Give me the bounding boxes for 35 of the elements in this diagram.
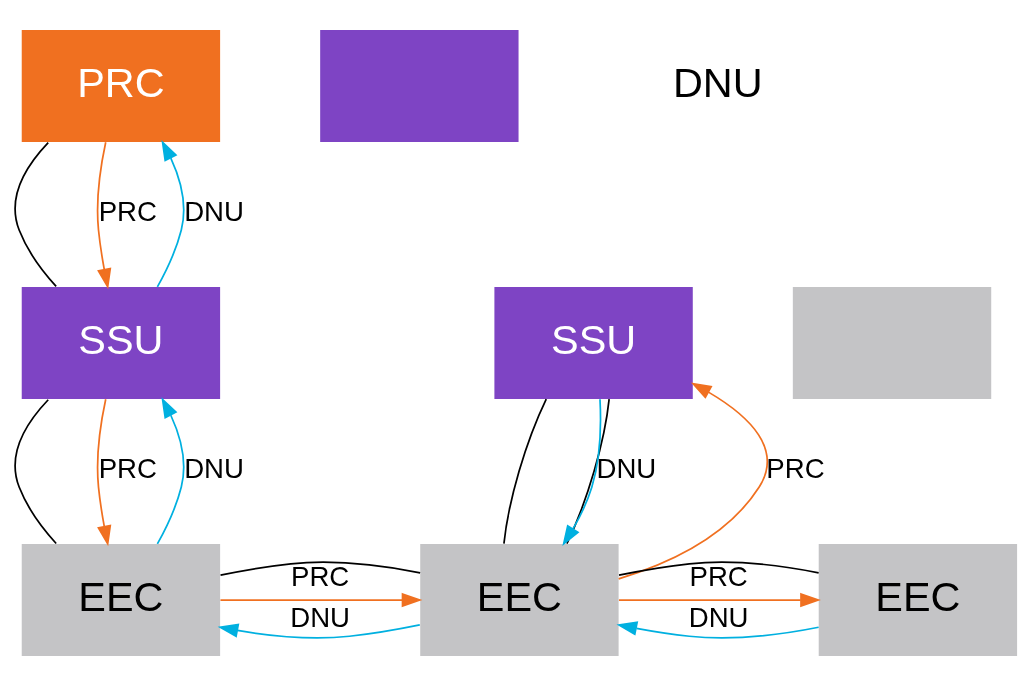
node-box: PRC: [21, 29, 221, 143]
node-box: EEC: [420, 543, 619, 657]
node-box: EEC: [21, 543, 221, 657]
arrow: [562, 398, 602, 546]
edge-label: PRC: [98, 196, 157, 228]
arrow: [618, 592, 821, 608]
node-box: [792, 286, 992, 400]
edge-label: DNU: [184, 196, 244, 228]
connector: [503, 398, 548, 545]
node-box: SSU: [21, 286, 221, 400]
edge-label: PRC: [689, 560, 748, 592]
arrow: [96, 398, 112, 547]
arrow: [617, 382, 769, 580]
arrow: [217, 623, 421, 639]
edge-label: PRC: [766, 453, 825, 485]
edge-label: DNU: [184, 453, 244, 485]
arrow: [219, 592, 423, 608]
connector: [14, 141, 57, 288]
connector: [566, 398, 610, 545]
connector: [219, 561, 421, 576]
label: DNU: [672, 59, 763, 106]
arrow: [156, 140, 185, 288]
connector: [14, 398, 57, 545]
arrow: [616, 621, 820, 639]
edge-label: PRC: [98, 453, 157, 485]
connector: [618, 561, 820, 576]
node-box: SSU: [494, 286, 693, 400]
edge-label: DNU: [290, 602, 351, 634]
arrow: [156, 397, 185, 545]
node-box: [320, 29, 519, 143]
edge-label: DNU: [688, 602, 749, 634]
edge-label: PRC: [291, 560, 350, 592]
node-box: EEC: [818, 543, 1018, 657]
arrow: [96, 141, 112, 290]
edge-label: DNU: [596, 453, 657, 485]
